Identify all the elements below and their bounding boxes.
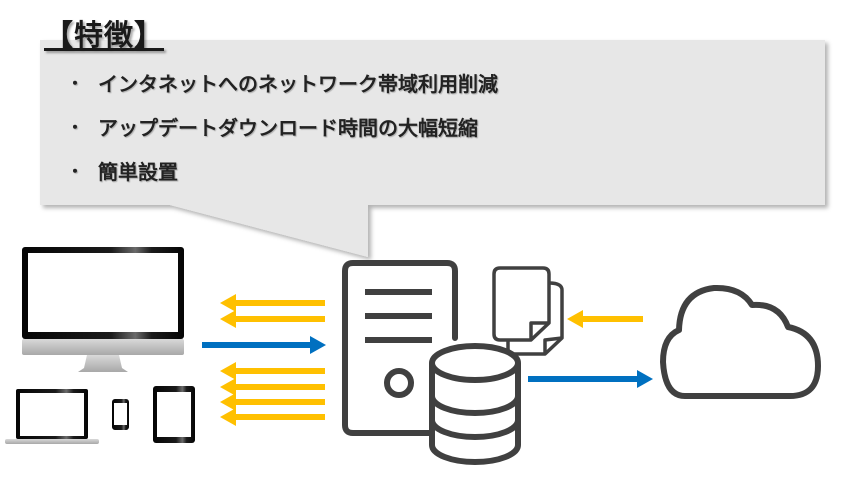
features-list: ・ インタネットへのネットワーク帯域利用削減 ・ アップデートダウンロード時間の…	[64, 60, 498, 192]
upload-arrow	[202, 336, 326, 354]
feature-item: ・ インタネットへのネットワーク帯域利用削減	[64, 60, 498, 104]
bullet: ・	[67, 162, 84, 181]
download-arrow	[220, 310, 325, 328]
upload-arrow	[528, 370, 653, 388]
bullet: ・	[67, 118, 84, 137]
feature-text: アップデートダウンロード時間の大幅短縮	[98, 115, 478, 140]
desktop-monitor-icon	[22, 247, 184, 372]
cloud-icon	[660, 284, 821, 399]
smartphone-icon	[112, 399, 129, 430]
download-arrow	[567, 310, 643, 328]
laptop-icon	[5, 389, 99, 444]
features-title: 【特徴】	[44, 18, 165, 52]
feature-item: ・ アップデートダウンロード時間の大幅短縮	[64, 104, 498, 148]
download-arrow	[220, 294, 325, 312]
download-arrow	[220, 408, 325, 426]
bullet: ・	[67, 74, 84, 93]
callout-shape	[40, 40, 825, 257]
client-arrows	[202, 294, 326, 426]
documents-icon	[492, 266, 564, 356]
download-arrow	[220, 362, 325, 380]
server-icon	[342, 260, 458, 436]
database-icon	[429, 343, 521, 465]
cloud-arrows	[528, 310, 653, 388]
feature-item: ・ 簡単設置	[64, 148, 498, 192]
feature-text: インタネットへのネットワーク帯域利用削減	[98, 71, 498, 96]
download-arrow	[220, 378, 325, 396]
tablet-icon	[153, 386, 195, 443]
download-arrow	[220, 393, 325, 411]
feature-text: 簡単設置	[98, 159, 178, 184]
